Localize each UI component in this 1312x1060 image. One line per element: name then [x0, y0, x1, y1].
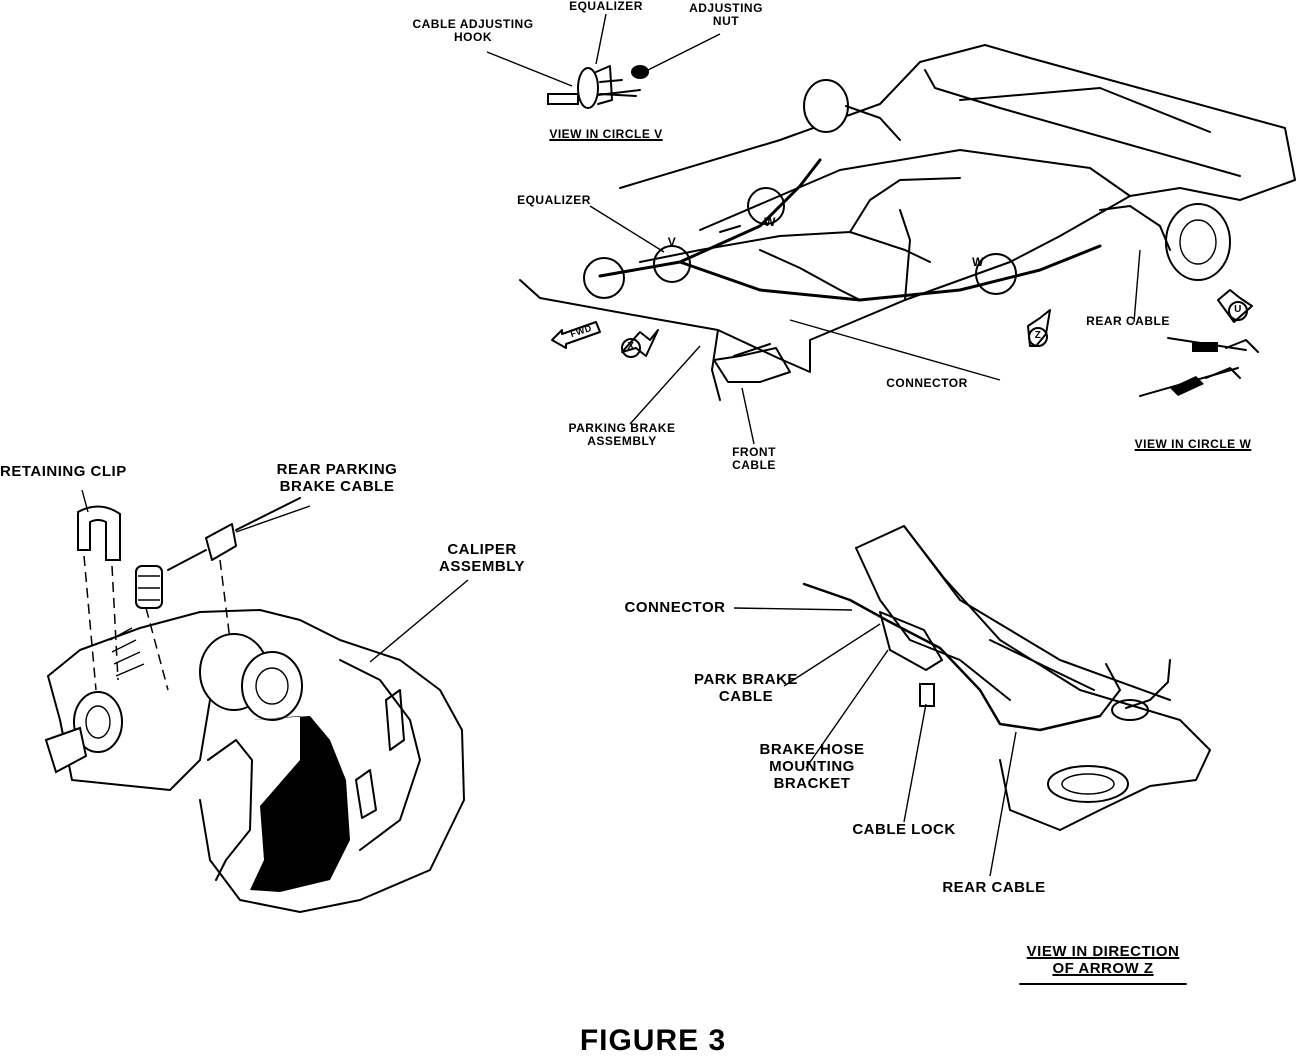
circle-w-cable-detail	[1139, 337, 1259, 397]
label-front-cable: FRONT CABLE	[732, 445, 776, 473]
title-view-in-direction-of-arrow-z: VIEW IN DIRECTION OF ARROW Z	[1026, 943, 1180, 977]
label-cable-lock: CABLE LOCK	[852, 821, 956, 838]
equalizer-detail-illustration	[486, 13, 721, 109]
caliper-assembly-illustration	[44, 489, 469, 913]
label-brake-hose-mounting-bracket: BRAKE HOSE MOUNTING BRACKET	[759, 741, 865, 792]
label-equalizer-detail: EQUALIZER	[569, 0, 643, 13]
title-view-in-circle-v: VIEW IN CIRCLE V	[549, 127, 663, 141]
label-park-brake-cable: PARK BRAKE CABLE	[694, 671, 798, 705]
arrow-z-view-illustration	[733, 525, 1211, 877]
label-adjusting-nut: ADJUSTING NUT	[689, 1, 763, 29]
vehicle-underbody-illustration	[519, 44, 1296, 445]
label-cable-adjusting-hook: CABLE ADJUSTING HOOK	[412, 17, 534, 45]
label-connector-z-view: CONNECTOR	[624, 599, 726, 616]
callout-letter-v: V	[667, 235, 677, 249]
figure-caption: FIGURE 3	[579, 1024, 727, 1057]
label-retaining-clip: RETAINING CLIP	[0, 463, 127, 480]
label-equalizer: EQUALIZER	[517, 193, 591, 207]
title-view-in-circle-w: VIEW IN CIRCLE W	[1134, 437, 1252, 451]
label-rear-cable-main: REAR CABLE	[1086, 314, 1170, 328]
label-caliper-assembly: CALIPER ASSEMBLY	[439, 541, 525, 575]
callout-letter-u: U	[1234, 304, 1242, 315]
callout-letter-w-left: W	[764, 215, 776, 229]
label-parking-brake-assembly: PARKING BRAKE ASSEMBLY	[568, 421, 676, 449]
callout-letter-w-right: W	[972, 255, 984, 269]
label-connector-main: CONNECTOR	[886, 376, 968, 390]
label-rear-cable-z-view: REAR CABLE	[942, 879, 1046, 896]
callout-letter-z: Z	[1034, 330, 1042, 341]
callout-letter-x: X	[627, 341, 635, 352]
label-rear-parking-brake-cable: REAR PARKING BRAKE CABLE	[276, 461, 398, 495]
